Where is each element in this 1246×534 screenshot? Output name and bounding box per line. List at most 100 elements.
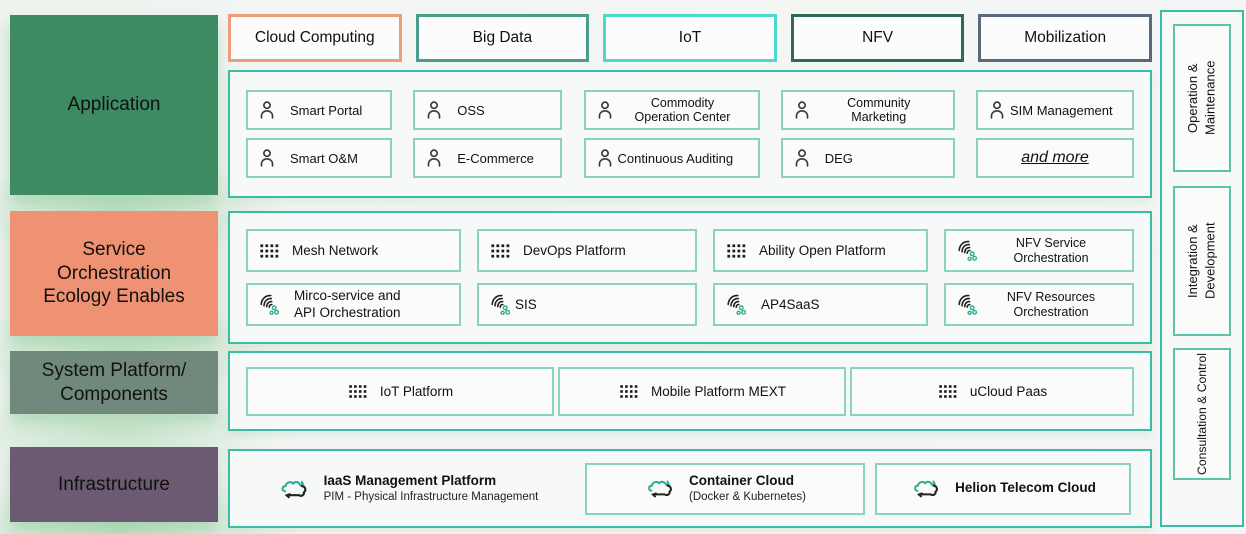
item-label: and more xyxy=(1021,149,1089,166)
app-grid-icon xyxy=(727,243,746,258)
orchestration-swirl-icon xyxy=(958,294,978,315)
layer-label-text: Infrastructure xyxy=(58,473,170,495)
app-grid-icon xyxy=(349,384,367,398)
app-item-e-commerce: E-Commerce xyxy=(413,138,563,178)
item-title: Helion Telecom Cloud xyxy=(955,480,1096,496)
sidebar-item-consultation-control: Consultation & Control xyxy=(1173,348,1231,480)
infrastructure-row: IaaS Management Platform PIM - Physical … xyxy=(228,449,1152,528)
chip-mobilization: Mobilization xyxy=(978,14,1152,62)
infra-item-helion-telecom-cloud: Helion Telecom Cloud xyxy=(875,462,1131,515)
svc-item-devops-platform: DevOps Platform xyxy=(477,229,697,272)
app-grid-icon xyxy=(939,384,957,398)
app-item-smart-portal: Smart Portal xyxy=(246,90,392,130)
item-label: SIM Management xyxy=(1010,102,1113,118)
svc-item-mesh-network: Mesh Network xyxy=(246,229,461,272)
item-label: uCloud Paas xyxy=(969,383,1048,399)
item-label: DevOps Platform xyxy=(523,243,626,258)
item-label: NFV Resources Orchestration xyxy=(1006,289,1096,319)
person-icon xyxy=(427,149,441,167)
sys-item-ucloud-paas: uCloud Paas xyxy=(850,366,1134,416)
sys-item-mobile-platform-mext: Mobile Platform MEXT xyxy=(558,366,846,416)
sidebar-item-integration-development: Integration & Development xyxy=(1173,186,1231,336)
item-title: IaaS Management Platform xyxy=(323,472,497,488)
app-item-commodity-operation-center: Commodity Operation Center xyxy=(583,90,760,130)
person-icon xyxy=(795,101,809,119)
cloud-sync-icon xyxy=(914,480,939,498)
sidebar-item-label: Operation & Maintenance xyxy=(1185,60,1218,136)
app-item-continuous-auditing: Continuous Auditing xyxy=(583,138,760,178)
sidebar-item-operation-maintenance: Operation & Maintenance xyxy=(1173,24,1231,172)
person-icon xyxy=(795,149,809,167)
item-label: Smart O&M xyxy=(290,150,358,166)
app-item-smart-om: Smart O&M xyxy=(246,138,392,178)
app-grid-icon xyxy=(491,243,510,258)
svc-item-sis: SIS xyxy=(477,283,697,326)
person-icon xyxy=(598,149,611,167)
svc-item-nfv-resources-orchestration: NFV Resources Orchestration xyxy=(944,283,1134,326)
layer-label-text: Service Orchestration Ecology Enables xyxy=(43,238,185,308)
item-title: Container Cloud xyxy=(689,472,795,488)
chip-label: Mobilization xyxy=(1024,29,1107,46)
system-platform-row: IoT Platform Mobile Platform MEXT uCloud… xyxy=(228,351,1152,431)
person-icon xyxy=(260,101,274,119)
app-item-and-more: and more xyxy=(976,138,1134,178)
item-label: Continuous Auditing xyxy=(617,150,734,166)
item-label: OSS xyxy=(457,102,485,118)
item-label: Commodity Operation Center xyxy=(634,95,731,124)
svc-item-mirco-service-api-orchestration: Mirco-service and API Orchestration xyxy=(246,283,461,326)
app-item-deg: DEG xyxy=(780,138,955,178)
item-label: Community Marketing xyxy=(847,95,911,124)
item-label: Mirco-service and API Orchestration xyxy=(294,288,401,320)
app-item-oss: OSS xyxy=(413,90,563,130)
chip-big-data: Big Data xyxy=(415,14,590,62)
item-label: Ability Open Platform xyxy=(759,243,886,258)
cloud-sync-icon xyxy=(648,480,672,498)
person-icon xyxy=(990,101,1004,119)
chip-label: IoT xyxy=(678,29,702,46)
item-label: DEG xyxy=(824,150,853,166)
chip-label: Big Data xyxy=(472,29,533,46)
item-label: NFV Service Orchestration xyxy=(1013,235,1089,265)
chip-label: NFV xyxy=(862,29,894,46)
chip-cloud-computing: Cloud Computing xyxy=(228,14,402,62)
sidebar-item-label: Integration & Development xyxy=(1185,222,1218,300)
orchestration-swirl-icon xyxy=(958,240,978,261)
sys-item-iot-platform: IoT Platform xyxy=(246,366,554,416)
service-orchestration-row: Mesh Network DevOps Platform Ability Ope… xyxy=(228,211,1152,344)
item-subtitle: (Docker & Kubernetes) xyxy=(689,490,806,503)
svc-item-nfv-service-orchestration: NFV Service Orchestration xyxy=(944,229,1134,272)
item-label: Mobile Platform MEXT xyxy=(650,383,787,399)
sidebar-item-label: Consultation & Control xyxy=(1194,353,1209,475)
chip-label: Cloud Computing xyxy=(254,29,375,46)
item-label: IoT Platform xyxy=(379,383,454,399)
layer-label-service-orchestration: Service Orchestration Ecology Enables xyxy=(10,211,218,336)
item-subtitle: PIM - Physical Infrastructure Management xyxy=(323,490,539,503)
layer-label-infrastructure: Infrastructure xyxy=(10,447,218,522)
application-row: Smart Portal OSS Commodity Operation Cen… xyxy=(228,70,1152,198)
item-label: E-Commerce xyxy=(457,150,534,166)
app-item-sim-management: SIM Management xyxy=(976,90,1134,130)
infra-item-container-cloud: Container Cloud (Docker & Kubernetes) xyxy=(585,462,865,515)
lifecycle-sidebar: Operation & Maintenance Integration & De… xyxy=(1160,10,1244,527)
item-label: AP4SaaS xyxy=(761,297,820,312)
person-icon xyxy=(427,101,441,119)
person-icon xyxy=(260,149,274,167)
technology-chips-row: Cloud Computing Big Data IoT NFV Mobiliz… xyxy=(228,14,1152,62)
layer-label-text: Application xyxy=(67,94,161,116)
app-item-community-marketing: Community Marketing xyxy=(780,90,955,130)
person-icon xyxy=(598,101,611,119)
orchestration-swirl-icon xyxy=(727,294,747,315)
orchestration-swirl-icon xyxy=(260,294,280,315)
app-grid-icon xyxy=(260,243,279,258)
svc-item-ap4saas: AP4SaaS xyxy=(713,283,928,326)
item-label: Smart Portal xyxy=(290,102,363,118)
layer-label-system-platform: System Platform/ Components xyxy=(10,351,218,414)
infra-item-iaas-management-platform: IaaS Management Platform PIM - Physical … xyxy=(230,473,585,504)
chip-nfv: NFV xyxy=(790,14,965,62)
svc-item-ability-open-platform: Ability Open Platform xyxy=(713,229,928,272)
app-grid-icon xyxy=(620,384,638,398)
layer-label-text: System Platform/ Components xyxy=(41,359,187,405)
orchestration-swirl-icon xyxy=(491,294,511,315)
chip-iot: IoT xyxy=(603,14,777,62)
